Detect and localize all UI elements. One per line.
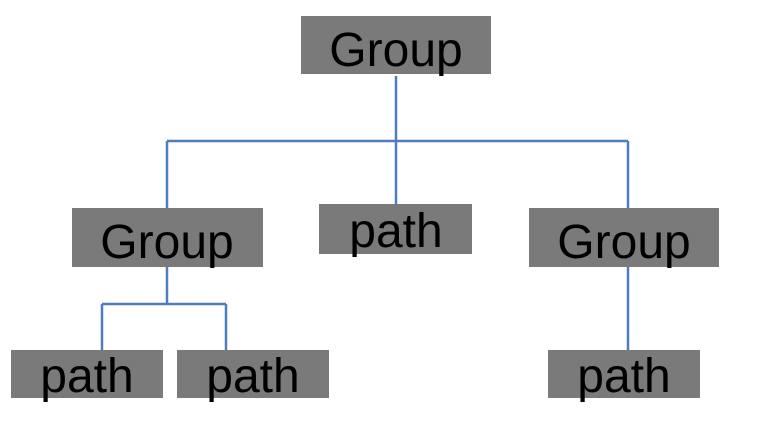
node-box [529,208,719,267]
node-root-group: Group [301,16,491,77]
node-left-path-1: path [11,350,163,403]
node-label: path [577,350,670,403]
node-box [177,350,329,398]
node-label: Group [100,216,233,269]
connectors [100,76,630,350]
node-label: Group [329,24,462,77]
node-left-group: Group [72,208,263,269]
node-box [11,350,163,398]
node-center-path: path [319,204,472,258]
node-box [72,208,263,267]
node-right-group: Group [529,208,719,269]
node-box [301,16,491,74]
node-label: path [349,205,442,258]
node-label: path [206,350,299,403]
node-left-path-2: path [177,350,329,403]
node-label: Group [557,216,690,269]
node-label: path [40,350,133,403]
node-right-path: path [548,350,700,403]
node-box [548,350,700,398]
node-box [319,204,472,254]
